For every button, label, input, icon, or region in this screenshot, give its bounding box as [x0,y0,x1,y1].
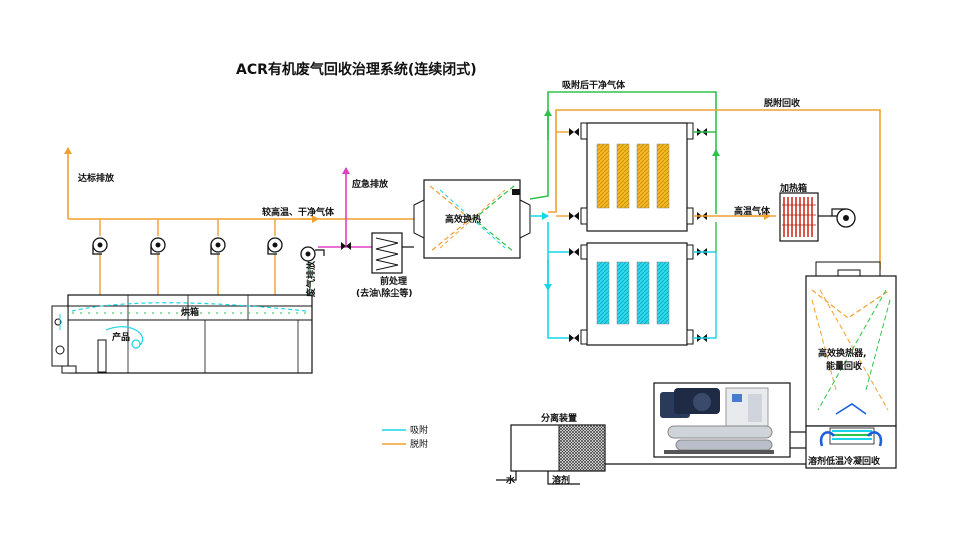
desorption-return-line [548,109,881,270]
separation-device [496,424,806,485]
blower-fan-icon [831,208,856,228]
fan-icon [150,237,166,255]
legend: 吸附 脱附 [382,424,428,450]
label-water: 水 [506,474,516,486]
fan-icon [210,237,226,255]
label-pretreatment: 前处理 [380,275,407,287]
pretreatment-unit [371,232,403,274]
desorption-gas-header [64,147,420,295]
label-heat-exchanger-recovery-1: 高效换热器, [818,347,866,359]
label-pretreatment-note: (去油\除尘等) [356,287,413,299]
label-hot-dry-clean-gas: 较高温、干净气体 [262,206,335,218]
label-heater: 加热箱 [779,182,807,194]
chiller-unit [653,382,791,458]
oven [51,294,313,374]
label-clean-gas-after-adsorption: 吸附后干净气体 [562,79,626,91]
valve-icon [569,128,579,136]
label-heat-exchanger-recovery-2: 能量回收 [826,360,862,372]
legend-label-adsorption: 吸附 [410,424,428,436]
label-high-temp-gas: 高温气体 [734,205,771,217]
heat-exchanger-main [413,179,531,259]
valve-icon [569,248,579,256]
label-high-eff-heat-exchange: 高效换热 [445,213,481,225]
bed-outlet-manifold [693,131,776,339]
legend-label-desorption: 脱附 [410,438,428,450]
fan-icon [267,237,283,255]
emergency-valve-icon [341,242,351,250]
valve-icon [569,334,579,342]
adsorption-bed-1 [580,122,694,232]
heater-box [779,192,819,242]
label-exhaust-gas: 废气排放 [305,260,317,297]
label-desorption-recovery: 脱附回收 [764,97,800,109]
recovery-heat-exchanger [805,261,897,469]
adsorption-inlet-manifold [530,131,572,339]
label-emergency-discharge: 应急排放 [352,178,389,190]
label-solvent: 溶剂 [552,474,570,486]
diagram-title: ACR有机废气回收治理系统(连续闭式) [236,61,477,78]
label-compliant-discharge: 达标排放 [78,172,115,184]
label-low-temp-condensation: 溶剂低温冷凝回收 [808,455,880,467]
label-separation-device: 分离装置 [541,412,577,424]
exhaust-fan-icon [300,246,325,262]
label-product: 产品 [112,331,130,343]
fan-icon [92,237,108,255]
valve-icon [569,212,579,220]
label-oven: 烘箱 [181,306,199,318]
adsorption-bed-2 [580,242,694,346]
